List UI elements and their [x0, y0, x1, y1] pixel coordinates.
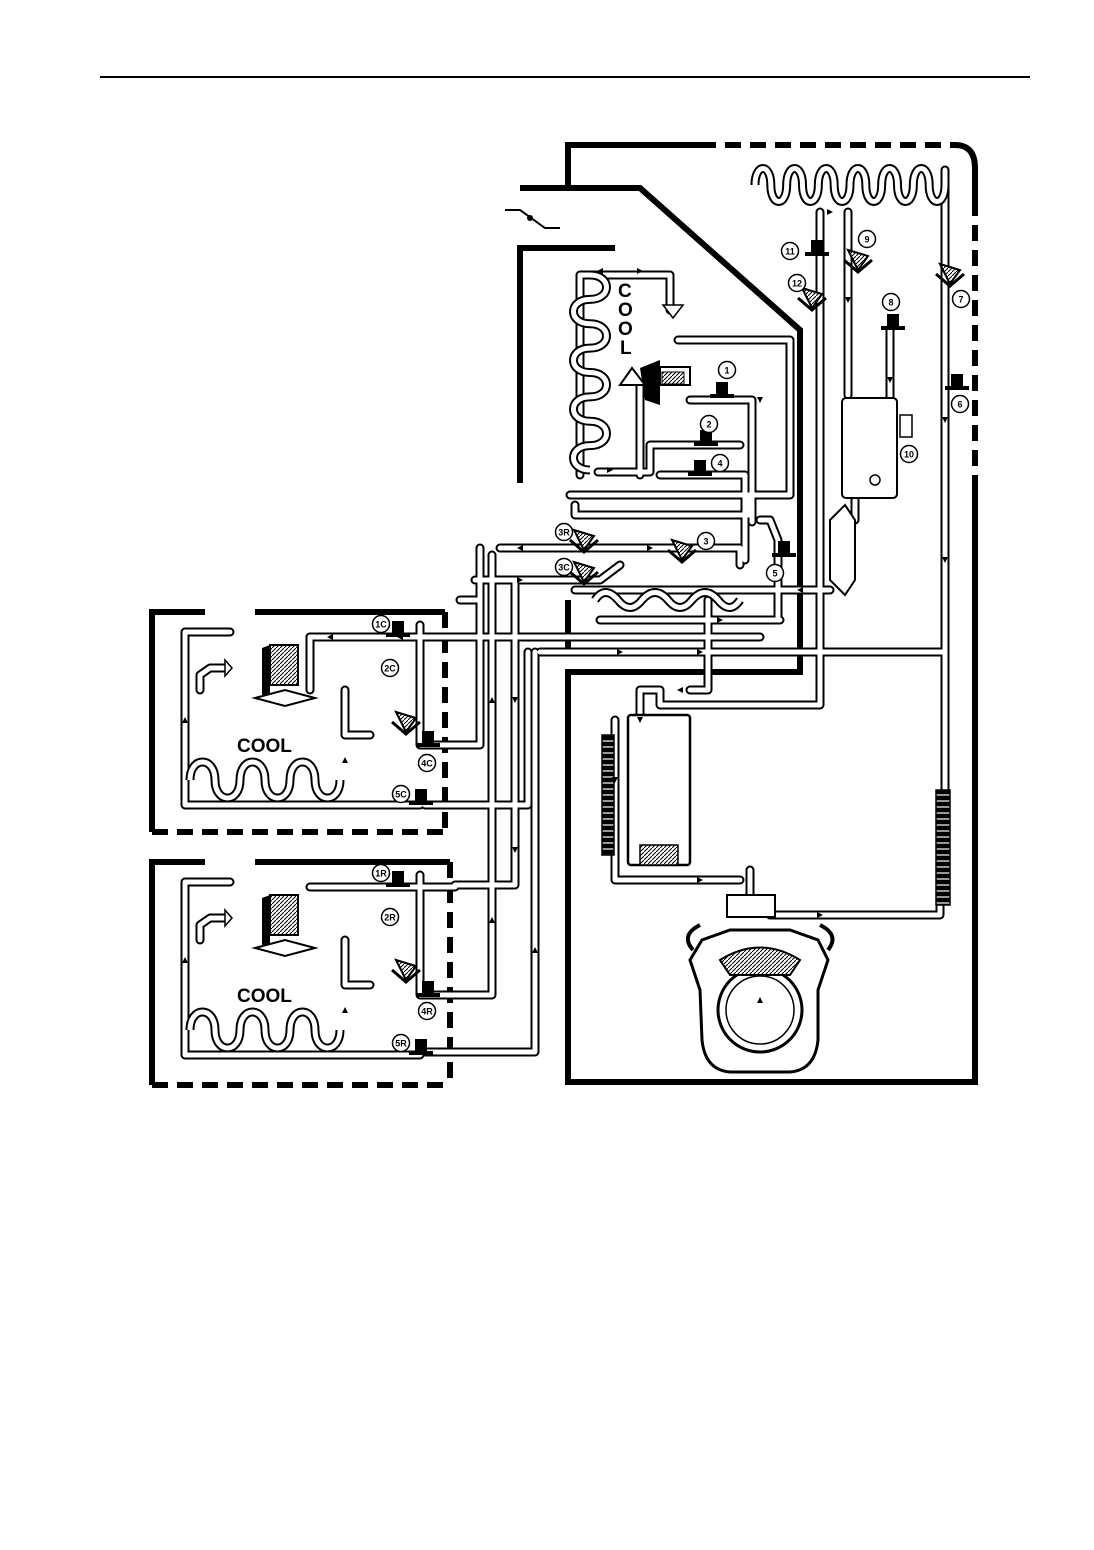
svg-text:4R: 4R [421, 1007, 433, 1017]
svg-text:1: 1 [724, 366, 729, 376]
valve-tag-7: 7 [953, 291, 970, 308]
valve-tag-5: 5 [767, 565, 784, 582]
svg-text:1C: 1C [375, 620, 387, 630]
valve-tag-12: 12 [789, 275, 806, 292]
valve-tag-10: 10 [901, 446, 918, 463]
svg-text:8: 8 [888, 298, 893, 308]
valve-tag-4c: 4C [419, 755, 436, 772]
svg-text:5C: 5C [395, 790, 407, 800]
svg-text:1R: 1R [375, 869, 387, 879]
upper-label-letter-1: C [618, 281, 632, 302]
svg-text:9: 9 [864, 235, 869, 245]
expansion-valve-middle [225, 645, 315, 706]
valve-tag-1r: 1R [373, 865, 390, 882]
svg-text:3: 3 [703, 537, 708, 547]
compressor-icon [688, 895, 833, 1072]
flow-arrow [342, 757, 348, 763]
door-switch-icon [505, 210, 560, 228]
solenoid-valve-icon [710, 382, 734, 398]
svg-text:10: 10 [904, 450, 914, 460]
svg-text:3C: 3C [558, 563, 570, 573]
heat-exchanger-icon [595, 593, 740, 608]
svg-text:3R: 3R [558, 528, 570, 538]
valve-tag-1c: 1C [373, 616, 390, 633]
solenoid-valve-icon [688, 460, 712, 476]
svg-text:11: 11 [785, 247, 795, 257]
valve-tag-3: 3 [698, 533, 715, 550]
upper-label-letter-2: O [618, 300, 633, 321]
svg-text:2C: 2C [384, 664, 396, 674]
valve-tag-1: 1 [719, 362, 736, 379]
svg-text:2R: 2R [384, 913, 396, 923]
expansion-valve-lower [225, 895, 315, 956]
valve-tag-2c: 2C [382, 660, 399, 677]
svg-text:2: 2 [706, 420, 711, 430]
upper-label-letter-4: L [620, 338, 632, 359]
upper-zone-label: C O O L [618, 281, 633, 359]
accumulator-icon [830, 505, 855, 595]
solenoid-valve-icon [409, 1039, 433, 1055]
valve-tag-9: 9 [859, 231, 876, 248]
svg-text:4: 4 [717, 459, 722, 469]
receiver-tank [842, 398, 912, 498]
valve-tag-3r: 3R [556, 524, 573, 541]
valve-tag-4r: 4R [419, 1003, 436, 1020]
svg-text:12: 12 [792, 279, 802, 289]
valve-tag-6: 6 [952, 396, 969, 413]
svg-text:4C: 4C [421, 759, 433, 769]
valve-tag-4: 4 [712, 455, 729, 472]
svg-text:6: 6 [957, 400, 962, 410]
solenoid-valve-icon [409, 789, 433, 805]
flow-arrow [677, 687, 683, 693]
svg-text:7: 7 [958, 295, 963, 305]
valve-tag-2r: 2R [382, 909, 399, 926]
upper-label-letter-3: O [618, 319, 633, 340]
middle-zone-label: COOL [237, 736, 292, 757]
valve-tag-11: 11 [782, 243, 799, 260]
check-valve-icon [936, 264, 964, 286]
solenoid-valve-icon [805, 240, 829, 256]
valve-tag-5c: 5C [393, 786, 410, 803]
valve-tag-8: 8 [883, 294, 900, 311]
svg-text:5: 5 [772, 569, 777, 579]
valve-tag-5r: 5R [393, 1035, 410, 1052]
valve-tag-3c: 3C [556, 559, 573, 576]
valve-tag-2: 2 [701, 416, 718, 433]
solenoid-valve-icon [881, 314, 905, 330]
svg-text:5R: 5R [395, 1039, 407, 1049]
flow-arrow [342, 1007, 348, 1013]
flow-arrow [827, 209, 833, 215]
lower-zone-label: COOL [237, 986, 292, 1007]
flow-arrow [757, 397, 763, 403]
